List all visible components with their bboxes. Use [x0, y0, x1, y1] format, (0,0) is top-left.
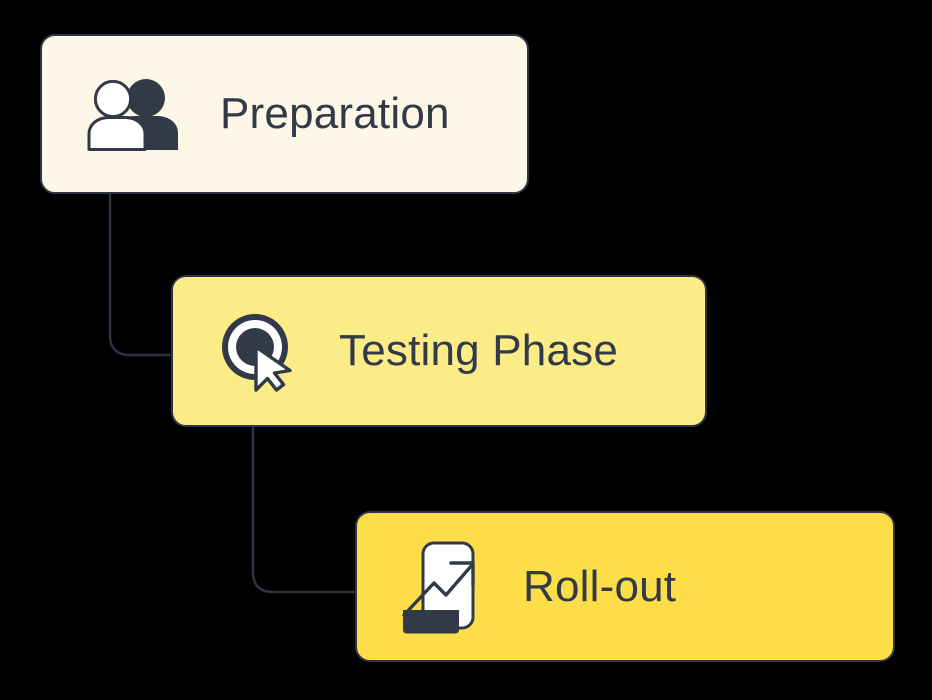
flow-step-label: Roll-out [523, 561, 677, 611]
connector-testing-to-rollout [251, 427, 355, 594]
growth-chart-document-icon [401, 539, 489, 635]
flow-step-roll-out[interactable]: Roll-out [355, 511, 895, 662]
click-cursor-icon [217, 310, 305, 392]
flow-step-label: Preparation [220, 89, 450, 138]
flow-step-testing-phase[interactable]: Testing Phase [171, 275, 707, 427]
flow-step-preparation[interactable]: Preparation [40, 34, 529, 194]
two-people-icon [86, 77, 186, 151]
connector-preparation-to-testing [108, 194, 171, 357]
flow-step-label: Testing Phase [339, 326, 618, 375]
